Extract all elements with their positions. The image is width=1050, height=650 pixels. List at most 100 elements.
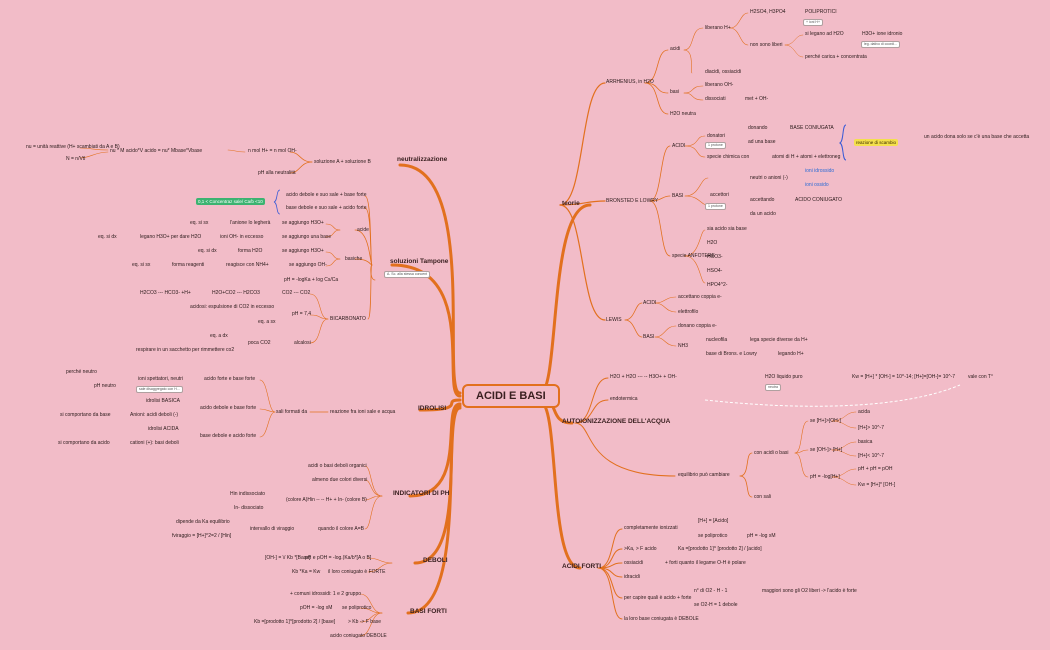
node-se-poliprotico-basi[interactable]: se poliprotico xyxy=(342,605,372,611)
branch-neutralizzazione[interactable]: neutralizzazione xyxy=(397,156,448,163)
branch-basi-forti[interactable]: BASI FORTI xyxy=(410,608,447,615)
node-hso4[interactable]: HSO4- xyxy=(707,268,723,274)
node-ad-una-base[interactable]: ad una base xyxy=(748,139,776,145)
node-eq-si-dx2[interactable]: eq. si dx xyxy=(198,248,217,254)
node-h2o-liquido[interactable]: H2O liquido puro xyxy=(765,374,803,380)
node-perche-carica[interactable]: perché carica + concentrata xyxy=(805,54,867,60)
node-se-h[interactable]: se [H+]>[OH-] xyxy=(810,418,841,424)
node-eq-autoion[interactable]: H2O + H2O --- -- H3O+ + OH- xyxy=(610,374,677,380)
node-cationi[interactable]: cationi (+): basi deboli xyxy=(130,440,179,446)
node-eq-si-dx[interactable]: eq. si dx xyxy=(98,234,117,240)
node-ph-neutro[interactable]: pH neutro xyxy=(94,383,116,389)
node-poh[interactable]: pOH = -log xM xyxy=(300,605,333,611)
node-acidi3[interactable]: ACIDI xyxy=(643,300,657,306)
node-acido-dona[interactable]: un acido dona solo se c'è una base che a… xyxy=(924,134,1030,140)
node-basica[interactable]: basica xyxy=(858,439,873,445)
node-h-gt[interactable]: [H+]> 10^-7 xyxy=(858,425,884,431)
node-kb[interactable]: Kb =[prodotto 1]^[prodotto 2] / [base] xyxy=(254,619,336,625)
node-se-poliprotico[interactable]: se poliprotico xyxy=(698,533,728,539)
node-perche-neutro[interactable]: perché neutro xyxy=(66,369,97,375)
node-legano[interactable]: legano H3O+ per dare H2O xyxy=(140,234,202,240)
node-colore[interactable]: (colore A)Hin -- -- H+ + In- (colore B) xyxy=(286,497,367,503)
node-dissociati[interactable]: dissociati xyxy=(705,96,726,102)
node-eq-a-sx[interactable]: eq. a sx xyxy=(258,319,276,325)
node-anioni[interactable]: Anioni: acidi deboli (-) xyxy=(130,412,179,418)
node-diacidi[interactable]: diacidi, ossiacidi xyxy=(705,69,742,75)
node-base-debole-sale[interactable]: base debole e suo sale + acido forte xyxy=(286,205,367,211)
node-basi2[interactable]: BASI xyxy=(672,193,684,199)
node-donatori[interactable]: donatori xyxy=(707,133,726,139)
node-da-un-acido[interactable]: da un acido xyxy=(750,211,776,217)
node-se-aggiungo-base[interactable]: se aggiungo una base xyxy=(282,234,332,240)
node-il-loro[interactable]: il loro coniugato è FORTE xyxy=(328,569,386,575)
node-la-loro-base[interactable]: la loro base coniugata è DEBOLE xyxy=(624,616,699,622)
node-ph-log[interactable]: pH = -log[H+] xyxy=(810,474,840,480)
node-atomi-h[interactable]: atomi di H + atomi + elettroneg xyxy=(772,154,841,160)
node-h2so4[interactable]: H2SO4, H3PO4 xyxy=(750,9,786,15)
node-ph-poh[interactable]: pH + pH = pOH xyxy=(858,466,893,472)
node-hpo4[interactable]: HPO4^2- xyxy=(707,282,728,288)
node-poca-co2[interactable]: poca CO2 xyxy=(248,340,271,346)
node-legando-h[interactable]: legando H+ xyxy=(778,351,804,357)
branch-indicatori[interactable]: INDICATORI DI PH xyxy=(393,490,450,497)
node-acido-debole-sale[interactable]: acido debole e suo sale + base forte xyxy=(286,192,367,198)
node-hin-ind[interactable]: Hin indissociato xyxy=(230,491,266,497)
node-accettano[interactable]: accettano coppia e- xyxy=(678,294,722,300)
node-si-comporta-base[interactable]: si comportano da base xyxy=(60,412,111,418)
node-eq-si-sx2[interactable]: eq. si sx xyxy=(132,262,151,268)
node-forma-reagenti[interactable]: forma reagenti xyxy=(172,262,205,268)
node-poliprotici[interactable]: POLIPROTICI xyxy=(805,9,837,15)
node-viraggio[interactable]: fviraggio = [H+]^2=2 / [Hin] xyxy=(172,533,232,539)
node-lega-specie[interactable]: lega specie diverse da H+ xyxy=(750,337,808,343)
node-completamente[interactable]: completamente ionizzati xyxy=(624,525,678,531)
node-n-formula[interactable]: N = n/Vtl xyxy=(66,156,86,162)
node-forti-quanto[interactable]: + forti quanto il legame O-H è polare xyxy=(665,560,746,566)
node-kw2[interactable]: Kw = [H+]* [OH-] xyxy=(858,482,896,488)
node-si-legano[interactable]: si legano ad H2O xyxy=(805,31,844,37)
node-nucleofila[interactable]: nucleofila xyxy=(706,337,728,343)
node-lanione[interactable]: l'anione lo legherà xyxy=(230,220,271,226)
node-respirare[interactable]: respirare in un sacchetto per rimmettere… xyxy=(136,347,235,353)
node-ph-neutralita[interactable]: pH alla neutralità xyxy=(258,170,296,176)
node-h2o-co2[interactable]: H2O+CO2 --- H2CO3 xyxy=(212,290,260,296)
branch-idrolisi[interactable]: IDROLISI xyxy=(418,405,447,412)
node-base-debole-acido-forte[interactable]: base debole e acido forte xyxy=(200,433,257,439)
node-ka[interactable]: >Ka, > F acido xyxy=(624,546,657,552)
tag-reazione-scambio[interactable]: reazione di scambio xyxy=(854,139,899,146)
node-bronsted[interactable]: BRONSTED E LOWRY xyxy=(606,198,659,204)
node-se-o2[interactable]: se O2-H = 1 debole xyxy=(694,602,738,608)
node-co2[interactable]: CO2 --- CO2 xyxy=(282,290,311,296)
node-specie-chimica[interactable]: specie chimica con xyxy=(707,154,750,160)
node-ioni-oh[interactable]: ioni OH- in eccesso xyxy=(220,234,264,240)
branch-autoionizzazione[interactable]: AUTOIONIZZAZIONE DELL'ACQUA xyxy=(562,418,671,425)
node-n-mol[interactable]: n mol H+ = n mol OH- xyxy=(248,148,297,154)
node-basi3[interactable]: BASI xyxy=(643,334,655,340)
node-ph-74[interactable]: pH = 7,4 xyxy=(292,311,312,317)
branch-deboli[interactable]: DEBOLI xyxy=(423,557,448,564)
node-nu-formula[interactable]: nu * M acido*V acido = nu* Mbase*Vbase xyxy=(110,148,203,154)
node-acidosi[interactable]: acidosi: espulsione di CO2 in eccesso xyxy=(190,304,275,310)
branch-teorie[interactable]: teorie xyxy=(562,200,580,207)
node-se-aggiungo-oh[interactable]: se aggiungo OH- xyxy=(289,262,327,268)
node-per-capire[interactable]: per capire quali è acido + forte xyxy=(624,595,692,601)
node-ph-xm[interactable]: pH = -log xM xyxy=(747,533,776,539)
node-equilibrio[interactable]: equilibrio può cambiare xyxy=(678,472,730,478)
node-h-lt[interactable]: [H+]< 10^-7 xyxy=(858,453,884,459)
node-specie-anfotere[interactable]: specie ANFOTERE xyxy=(672,253,715,259)
node-donando[interactable]: donando xyxy=(748,125,768,131)
node-con-acidi[interactable]: con acidi o basi xyxy=(754,450,789,456)
node-in-diss[interactable]: In- dissociato xyxy=(234,505,264,511)
node-dipende[interactable]: dipende da Ka equilibrio xyxy=(176,519,230,525)
node-se-aggiungo-h3o2[interactable]: se aggiungo H3O+ xyxy=(282,248,324,254)
node-eq-a-dx[interactable]: eq. a dx xyxy=(210,333,228,339)
node-ioni-ossido[interactable]: ioni ossido xyxy=(805,182,829,188)
node-base-bronsted[interactable]: base di Brons. e Lowry xyxy=(706,351,757,357)
node-endotermica[interactable]: endotermica xyxy=(610,396,638,402)
root-node[interactable]: ACIDI E BASI xyxy=(462,384,560,408)
node-quando[interactable]: quando il colore A=B xyxy=(318,526,365,532)
node-ka-formula[interactable]: Ka =[prodotto 1]^ [prodotto 2] / [acido] xyxy=(678,546,762,552)
node-basiche[interactable]: basiche xyxy=(345,256,363,262)
node-accettando[interactable]: accettando xyxy=(750,197,775,203)
node-se-oh[interactable]: se [OH-]> [H+] xyxy=(810,447,843,453)
node-kb-f[interactable]: > Kb -> F base xyxy=(348,619,382,625)
